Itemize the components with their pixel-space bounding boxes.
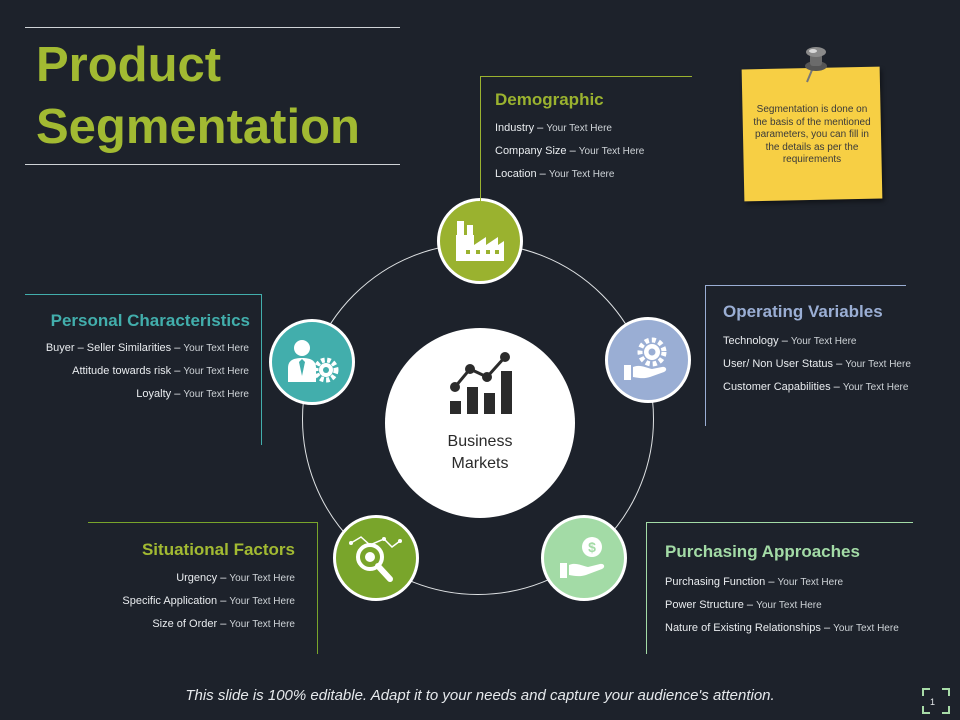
situational-factors-node	[333, 515, 419, 601]
item-label: Customer Capabilities –	[723, 381, 843, 393]
item-value: Your Text Here	[183, 389, 249, 400]
slide-title-line1: Product	[36, 38, 222, 92]
item-value: Your Text Here	[548, 169, 615, 180]
page-number: 1	[930, 697, 936, 707]
purchasing-approaches-title: Purchasing Approaches	[665, 542, 860, 561]
item-value: Your Text Here	[833, 623, 899, 634]
hand-dollar-icon: $	[560, 537, 605, 578]
person-gear-icon	[288, 340, 339, 383]
title-top-rule	[25, 27, 400, 28]
item-value: Your Text Here	[842, 382, 909, 393]
sticky-note-text: Segmentation is done on the basis of the…	[753, 104, 871, 165]
item-value: Your Text Here	[229, 619, 295, 630]
magnifier-chart-icon	[349, 536, 402, 582]
situational-factors-title: Situational Factors	[141, 540, 295, 559]
center-hub	[385, 328, 575, 518]
svg-text:$: $	[588, 539, 596, 555]
personal-characteristics-panel-border	[25, 294, 262, 445]
item-label: Industry –	[495, 122, 547, 134]
item-value: Your Text Here	[229, 596, 295, 607]
demographic-items: Industry – Your Text Here Company Size –…	[495, 117, 644, 186]
item-label: Buyer – Seller Similarities –	[45, 342, 184, 354]
bar-chart-icon	[450, 352, 512, 414]
item-value: Your Text Here	[183, 366, 249, 377]
list-item: Loyalty – Your Text Here	[46, 383, 249, 406]
item-value: Your Text Here	[183, 343, 249, 354]
item-value: Your Text Here	[845, 359, 911, 370]
personal-characteristics-title: Personal Characteristics	[50, 311, 250, 330]
item-label: Specific Application –	[122, 595, 230, 607]
situational-factors-panel-border	[88, 522, 318, 654]
operating-variables-panel-border	[705, 285, 906, 426]
list-item: Customer Capabilities – Your Text Here	[723, 376, 911, 399]
list-item: Size of Order – Your Text Here	[122, 613, 295, 636]
list-item: Company Size – Your Text Here	[495, 140, 644, 163]
item-label: Attitude towards risk –	[72, 365, 184, 377]
purchasing-approaches-items: Purchasing Function – Your Text Here Pow…	[665, 571, 899, 640]
slide-title-line2: Segmentation	[36, 100, 360, 154]
item-label: Power Structure –	[665, 599, 757, 611]
operating-variables-node	[605, 317, 691, 403]
expand-icon[interactable]	[922, 688, 950, 714]
list-item: Purchasing Function – Your Text Here	[665, 571, 899, 594]
item-value: Your Text Here	[756, 600, 822, 611]
demographic-node	[437, 198, 523, 284]
item-value: Your Text Here	[578, 146, 645, 157]
center-label: Business Markets	[385, 431, 575, 475]
list-item: Urgency – Your Text Here	[122, 567, 295, 590]
slide-title: Product Segmentation	[36, 34, 416, 158]
personal-characteristics-node	[269, 319, 355, 405]
demographic-title: Demographic	[495, 90, 604, 109]
list-item: Industry – Your Text Here	[495, 117, 644, 140]
personal-characteristics-items: Buyer – Seller Similarities – Your Text …	[46, 337, 249, 406]
purchasing-approaches-node: $	[541, 515, 627, 601]
factory-icon	[456, 221, 504, 261]
operating-variables-items: Technology – Your Text Here User/ Non Us…	[723, 330, 911, 399]
list-item: Technology – Your Text Here	[723, 330, 911, 353]
center-label-line2: Markets	[451, 455, 509, 472]
item-label: Urgency –	[176, 572, 230, 584]
center-label-line1: Business	[447, 433, 513, 450]
pushpin-icon	[805, 47, 827, 83]
list-item: Power Structure – Your Text Here	[665, 594, 899, 617]
item-label: Nature of Existing Relationships –	[665, 622, 834, 634]
operating-variables-title: Operating Variables	[723, 302, 883, 321]
list-item: Attitude towards risk – Your Text Here	[46, 360, 249, 383]
item-value: Your Text Here	[546, 123, 612, 134]
list-item: Buyer – Seller Similarities – Your Text …	[46, 337, 249, 360]
item-label: Technology –	[723, 335, 791, 347]
item-label: Company Size –	[495, 145, 579, 157]
list-item: User/ Non User Status – Your Text Here	[723, 353, 911, 376]
hand-gear-icon	[624, 337, 667, 380]
item-label: Location –	[495, 168, 549, 180]
item-label: User/ Non User Status –	[723, 358, 846, 370]
list-item: Nature of Existing Relationships – Your …	[665, 617, 899, 640]
list-item: Location – Your Text Here	[495, 163, 644, 186]
item-label: Size of Order –	[152, 618, 230, 630]
item-label: Purchasing Function –	[665, 576, 778, 588]
item-value: Your Text Here	[777, 577, 844, 588]
demographic-panel-border	[480, 76, 692, 202]
item-value: Your Text Here	[229, 573, 295, 584]
item-value: Your Text Here	[790, 336, 857, 347]
footer-caption: This slide is 100% editable. Adapt it to…	[185, 687, 775, 704]
item-label: Loyalty –	[136, 388, 184, 400]
title-bottom-rule	[25, 164, 400, 165]
purchasing-approaches-panel-border	[646, 522, 913, 654]
list-item: Specific Application – Your Text Here	[122, 590, 295, 613]
situational-factors-items: Urgency – Your Text Here Specific Applic…	[122, 567, 295, 636]
